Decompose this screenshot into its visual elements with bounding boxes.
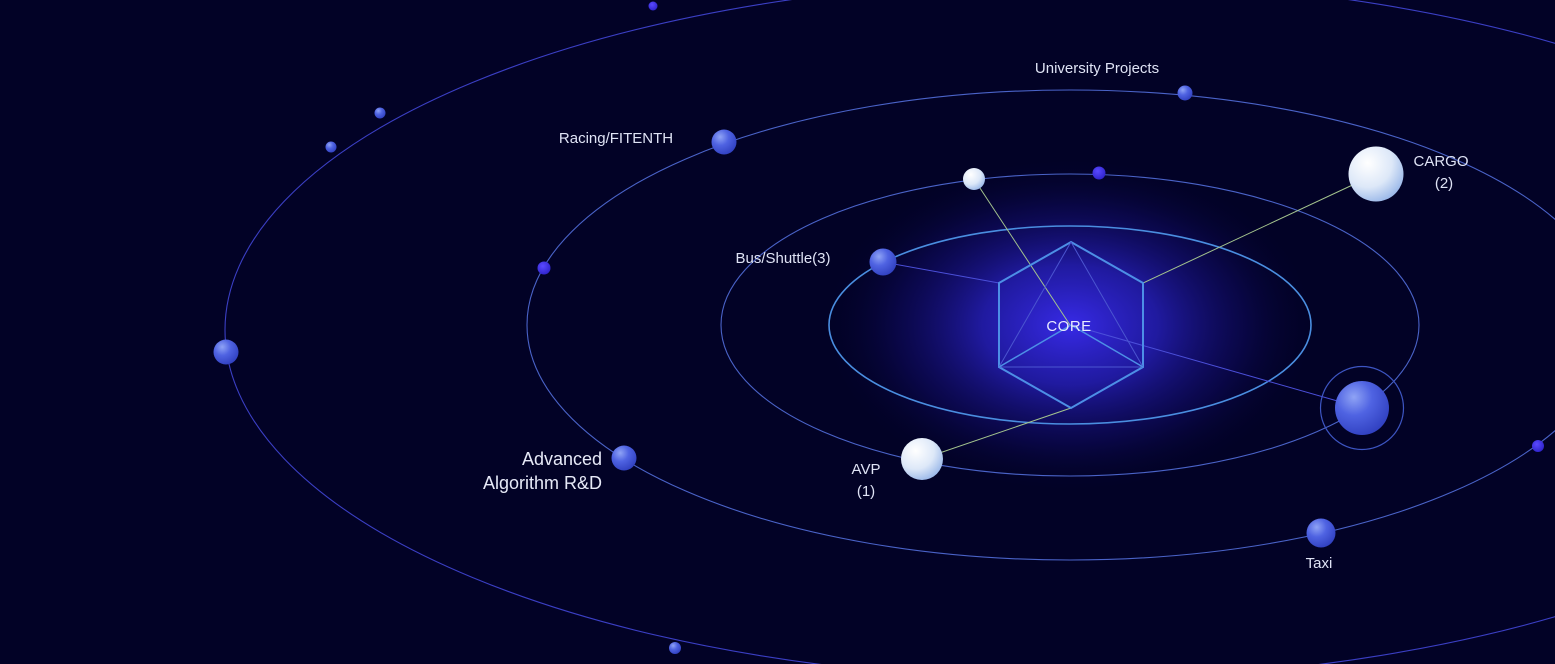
link-cargo <box>1142 173 1377 284</box>
avp-count: (1) <box>857 483 875 500</box>
advanced-label-line2: Algorithm R&D <box>483 473 602 493</box>
outer-orbit-dot <box>648 1 658 11</box>
outer-orbit-dot <box>1532 440 1544 452</box>
orbit-2-light-node[interactable] <box>963 168 985 190</box>
bus-shuttle-label: Bus/Shuttle(3) <box>735 250 830 267</box>
advanced-label-line1: Advanced <box>522 449 602 469</box>
orbit-3 <box>526 89 1555 561</box>
cargo-node[interactable] <box>1348 146 1404 202</box>
university-projects-label: University Projects <box>1035 60 1159 77</box>
link-top-node <box>973 178 1071 326</box>
outer-orbit-dot <box>325 141 337 153</box>
link-right-node <box>1070 324 1363 409</box>
orbit-2 <box>720 173 1420 477</box>
outer-orbit <box>224 0 1555 664</box>
taxi-node[interactable] <box>1306 518 1336 548</box>
orbit-2-dot <box>1092 166 1106 180</box>
cargo-count: (2) <box>1435 175 1453 192</box>
bus-shuttle-node[interactable] <box>869 248 897 276</box>
advanced-algorithm-node[interactable] <box>611 445 637 471</box>
inner-orbit <box>828 225 1312 425</box>
avp-label: AVP <box>852 461 881 478</box>
right-node-ring <box>1319 365 1405 451</box>
core-hexagon <box>998 240 1144 410</box>
outer-orbit-dot <box>669 642 681 654</box>
link-avp <box>921 407 1072 460</box>
taxi-label: Taxi <box>1306 555 1333 572</box>
avp-node[interactable] <box>901 438 943 480</box>
outer-orbit-dot <box>374 107 386 119</box>
university-projects-node[interactable] <box>1177 85 1193 101</box>
core-label: CORE <box>1046 318 1091 335</box>
racing-label: Racing/FITENTH <box>559 130 673 147</box>
right-large-node[interactable] <box>1335 381 1389 435</box>
cargo-label: CARGO <box>1413 153 1468 170</box>
orbit-3-dot <box>537 261 551 275</box>
link-bus <box>882 261 1000 284</box>
outer-orbit-node[interactable] <box>213 339 239 365</box>
racing-node[interactable] <box>711 129 737 155</box>
